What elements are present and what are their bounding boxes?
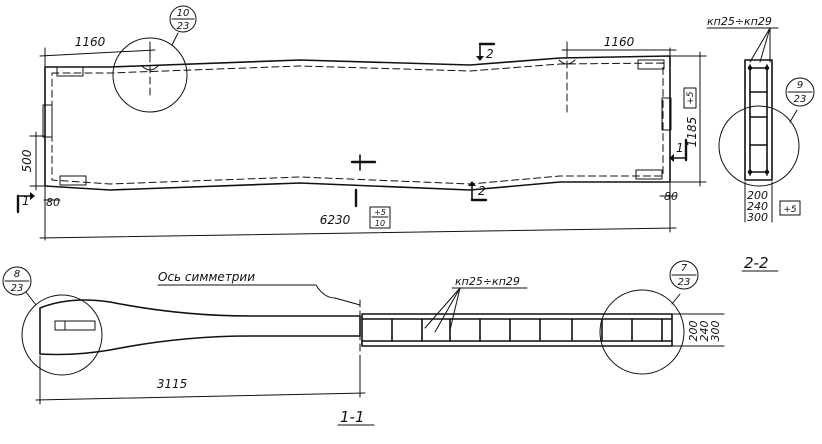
section-mark-2-top: 2 (476, 42, 496, 61)
dim-line-total (39, 227, 677, 239)
rebar-point (747, 169, 753, 175)
section-1-1-callout-right-den: 23 (678, 277, 691, 288)
dim-left-top: 1160 (75, 35, 106, 49)
section-2-2-dim-1: 200 (747, 189, 768, 202)
callout-bubble-top (169, 5, 197, 33)
dim-total-length: 6230 (320, 213, 351, 227)
rebar-point (764, 169, 770, 175)
detail-circle-1-1-right (599, 289, 685, 375)
svg-text:2: 2 (478, 184, 486, 198)
section-mark-2-bottom: 2 (468, 181, 488, 202)
leader (749, 27, 771, 63)
section-mark-1-right: 1 (669, 138, 688, 162)
plate-top-left (56, 66, 84, 77)
section-2-2-title: 2-2 (744, 254, 769, 272)
section-1-1-dim-2: 240 (698, 321, 711, 342)
leader (759, 27, 771, 63)
tol-height: +5 (686, 91, 696, 105)
symmetry-leader (157, 284, 361, 306)
beam-inner-dashed (51, 62, 664, 185)
detail-leader (25, 291, 37, 306)
tol-box-height (683, 87, 697, 109)
detail-circle-top (112, 37, 188, 113)
rebar-point (764, 65, 770, 71)
svg-text:1: 1 (22, 194, 30, 208)
plate-top-right (637, 59, 665, 70)
symmetry-axis-label: Ось симметрии (158, 270, 255, 284)
section-2-2-callout-label: кп25÷кп29 (707, 15, 772, 28)
leader (449, 287, 461, 331)
detail-leader (789, 109, 798, 123)
detail-circle-2-2 (718, 105, 800, 187)
section-1-1-title: 1-1 (340, 408, 365, 426)
detail-circle-1-1-left (21, 294, 103, 376)
callout-bubble-1-1-right (669, 260, 699, 290)
plate-bottom-right (635, 169, 663, 180)
plate-1-1-left-inner (54, 320, 66, 331)
callout-bubble-1-1-left (2, 266, 32, 296)
section-2-2-tol-box (779, 200, 801, 216)
callout-top-num: 10 (177, 8, 190, 19)
section-2-2-dim-2: 240 (747, 200, 768, 213)
tol-box-total (369, 206, 391, 229)
section-1-1-dim-1: 200 (687, 321, 700, 342)
dim-height-left: 500 (20, 149, 34, 172)
beam-outline (44, 55, 671, 191)
section-2-2-dim-3: 300 (747, 211, 768, 224)
plate-1-1-left (54, 320, 96, 331)
dim-right-top: 1160 (604, 35, 635, 49)
plate-bottom-left (59, 175, 87, 186)
svg-text:2: 2 (486, 47, 494, 61)
section-1-1-callout-left-den: 23 (11, 283, 24, 294)
svg-text:1: 1 (676, 141, 684, 155)
callout-top-den: 23 (177, 21, 190, 32)
dim-height-right: 1185 (685, 117, 699, 148)
section-1-1-callout-right-num: 7 (681, 263, 688, 274)
detail-leader (671, 293, 681, 305)
tol-total-top: +5 (374, 208, 386, 217)
section-1-1-dim-half-length: 3115 (157, 377, 188, 391)
stirrups-1-1 (391, 318, 663, 342)
section-1-1-callout-label: кп25÷кп29 (455, 275, 520, 288)
plate-right-side (661, 97, 672, 131)
detail-leader-top (171, 32, 179, 46)
leader (434, 287, 461, 333)
anchor-arc-right (558, 59, 576, 65)
section-2-2-callout-den: 23 (794, 94, 807, 105)
section-1-1-dim-3: 300 (709, 321, 722, 342)
section-1-1: 8 23 Ось симметрии кп25÷кп29 (2, 260, 725, 426)
section-2-2: кп25÷кп29 9 23 200 240 300 +5 2-2 (706, 15, 815, 272)
dim-line-half (35, 392, 366, 401)
tol-total-bottom: 10 (375, 219, 385, 228)
plate-left-side (42, 104, 53, 138)
section-2-2-tol: +5 (783, 205, 797, 215)
plan-view: 10 23 1160 1160 2 2 (16, 5, 707, 241)
section-1-1-callout-left-num: 8 (14, 269, 20, 280)
section-2-2-callout-num: 9 (797, 80, 803, 91)
rebar-point (747, 65, 753, 71)
dim-line-left (39, 49, 156, 57)
beam-1-1-left (39, 299, 361, 356)
section-2-2-body (744, 59, 773, 181)
leader (424, 287, 461, 329)
beam-1-1-right (361, 313, 673, 347)
dim-small-left: 80 (46, 196, 60, 209)
callout-bubble-2-2 (785, 77, 815, 107)
anchor-arc-left (141, 65, 159, 71)
section-mark-1-left: 1 (16, 192, 35, 214)
